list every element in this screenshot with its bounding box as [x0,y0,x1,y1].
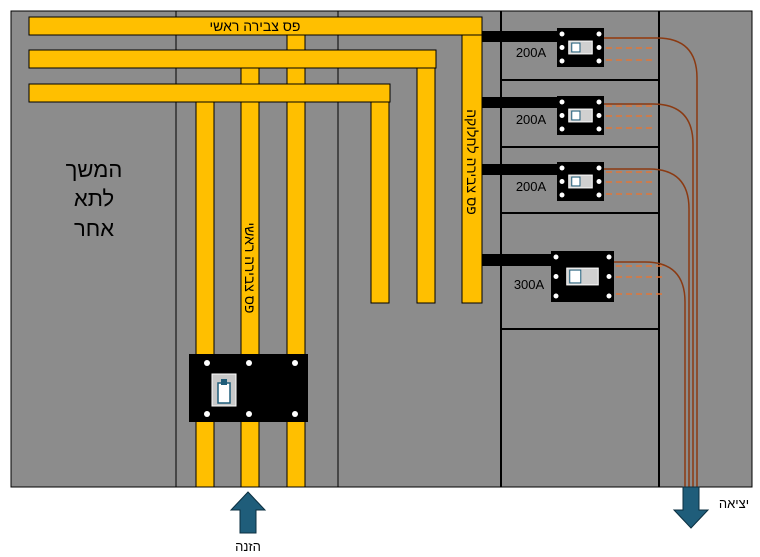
feeder-breaker-icon [557,162,654,201]
feeder-connection [482,97,557,108]
main-busbar-vertical-label: פס צבירה ראשי [242,223,258,314]
continuation-label-line-1: המשך [66,157,123,182]
feeder-rating-3: 200A [516,179,547,194]
arrow-up-icon [229,491,267,534]
feeder-rating-4: 300A [514,277,545,292]
continuation-label-line-2: לתא [74,186,114,211]
feeder-connection [482,31,557,42]
busbar-vertical [416,59,436,304]
feeder-breaker-icon [551,251,664,302]
main-breaker-icon [189,354,308,422]
busbar-horizontal [28,83,391,103]
feeder-breakers [551,28,664,302]
output-cable [604,103,694,487]
main-busbar-horizontal-label: פס צבירה ראשי [210,18,301,34]
busbar-vertical [195,96,215,488]
busbar-horizontal [28,16,483,36]
output-label: יציאה [719,496,749,511]
busbar-vertical [370,96,390,304]
input-label: הזנה [235,539,261,554]
busbar-horizontal [28,49,437,69]
continuation-label-line-3: אחר [74,216,114,241]
feeder-breaker-icon [557,96,654,135]
arrow-down-icon [672,486,710,529]
output-cables [604,37,698,487]
output-cable [614,261,686,487]
output-cable [604,37,698,487]
feeder-connection [482,254,552,266]
feeder-rating-2: 200A [516,112,547,127]
distribution-busbar-label: פס צבירה לחלוקה [464,109,480,215]
feeder-connection [482,164,557,175]
output-cable [604,168,690,487]
feeder-breaker-icon [557,28,654,67]
feeder-rating-1: 200A [516,45,547,60]
